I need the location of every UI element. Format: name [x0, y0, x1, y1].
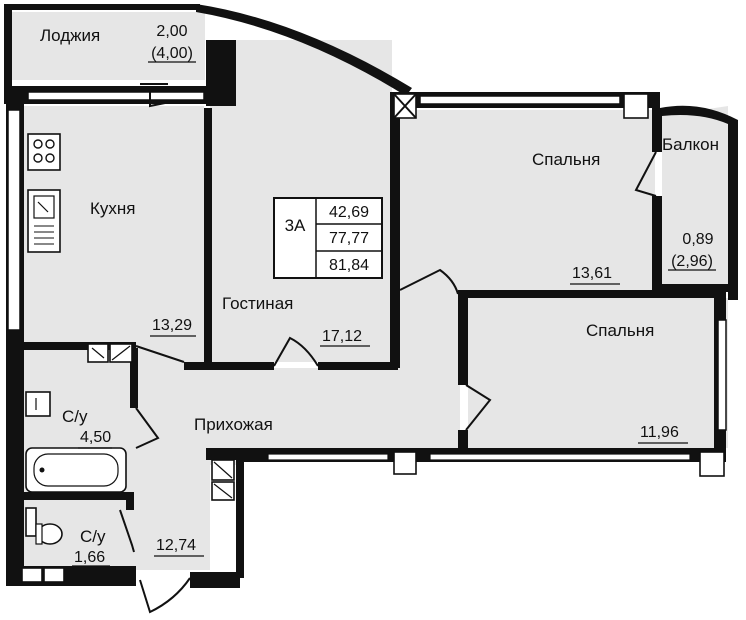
loggia-area-total: (4,00): [151, 45, 193, 62]
stove-icon: [27, 133, 61, 171]
wc-area: 1,66: [74, 549, 105, 566]
kitchen-area: 13,29: [152, 317, 192, 334]
column-3: [393, 451, 417, 475]
hall-bottom-right: [206, 448, 242, 460]
loggia-name: Лоджия: [40, 26, 100, 45]
fixtures: [21, 133, 235, 583]
bedroom2-fill: [468, 298, 728, 448]
living-bottom-right: [318, 362, 398, 370]
room-labels: Лоджия 2,00 (4,00) Кухня 13,29 Гостиная …: [40, 23, 719, 567]
loggia-area: 2,00: [156, 23, 187, 40]
hall-area: 12,74: [156, 537, 196, 554]
door-bath: [135, 407, 160, 449]
total-with-balconies-value: 81,84: [329, 257, 369, 274]
kitchen-name: Кухня: [90, 199, 136, 218]
balcony-area-total: (2,96): [671, 253, 713, 270]
balcony-fill: [662, 106, 728, 288]
door-bedroom2: [465, 384, 492, 431]
loggia-left-wall: [4, 4, 12, 88]
bath-area: 4,50: [80, 429, 111, 446]
living-left-wall: [204, 108, 212, 366]
shaft-icon: [21, 567, 43, 583]
door-balcony: [634, 151, 657, 197]
doors: [119, 83, 657, 614]
bedroom2-area: 11,96: [640, 424, 679, 441]
door-kitchen: [135, 345, 185, 363]
kitchen-bottom-wall: [24, 342, 136, 350]
apartment-type: 3А: [285, 216, 306, 235]
wc-right-wall: [126, 500, 134, 510]
bedroom2-left-wall-low: [458, 430, 468, 456]
living-name: Гостиная: [222, 294, 293, 313]
bath-bottom-wall: [24, 492, 134, 500]
shaft-icon-2: [43, 567, 65, 583]
living-top-left: [206, 40, 236, 106]
wc-sink-icon: [25, 507, 37, 537]
entry-right-wall: [236, 448, 244, 578]
bedroom1-fill: [398, 110, 655, 290]
columns: [393, 93, 725, 477]
bath-right-wall: [130, 348, 138, 408]
door-bedroom1: [399, 268, 459, 295]
loggia-fill: [12, 12, 205, 80]
column-4: [699, 451, 725, 477]
bath-sink-icon: [25, 391, 51, 417]
door-entry: [139, 577, 191, 614]
bedroom1-right-wall-low: [652, 196, 662, 290]
total-area-value: 77,77: [329, 230, 369, 247]
living-area: 17,12: [322, 328, 362, 345]
door-loggia: [149, 92, 171, 108]
balcony-area: 0,89: [682, 231, 713, 248]
bedroom2-left-wall: [458, 290, 468, 385]
bath-name: С/у: [62, 407, 88, 426]
loggia-curve-wall: [196, 4, 412, 96]
living-bottom-left: [184, 362, 274, 370]
bedrooms-partition: [458, 290, 718, 298]
bedroom1-name: Спальня: [532, 150, 600, 169]
wc-name: С/у: [80, 527, 106, 546]
balcony-outer-wall: [660, 105, 738, 300]
room-fills: [12, 12, 728, 570]
loggia-top-wall: [4, 4, 200, 10]
bedroom1-right-wall: [652, 108, 662, 152]
door-wc: [119, 509, 135, 553]
balcony-bottom-wall: [660, 284, 738, 292]
living-area-value: 42,69: [329, 204, 369, 221]
bedroom1-area: 13,61: [572, 265, 612, 282]
windows: [7, 91, 727, 461]
balcony-name: Балкон: [662, 135, 719, 154]
area-summary-box: 3А 42,69 77,77 81,84: [273, 197, 383, 279]
living-right-wall: [390, 92, 400, 368]
bottom-wall-entry: [190, 572, 240, 588]
bedroom2-name: Спальня: [586, 321, 654, 340]
hall-name: Прихожая: [194, 415, 273, 434]
door-living: [273, 336, 319, 367]
hall-fill: [130, 290, 460, 570]
column-2: [623, 93, 649, 119]
